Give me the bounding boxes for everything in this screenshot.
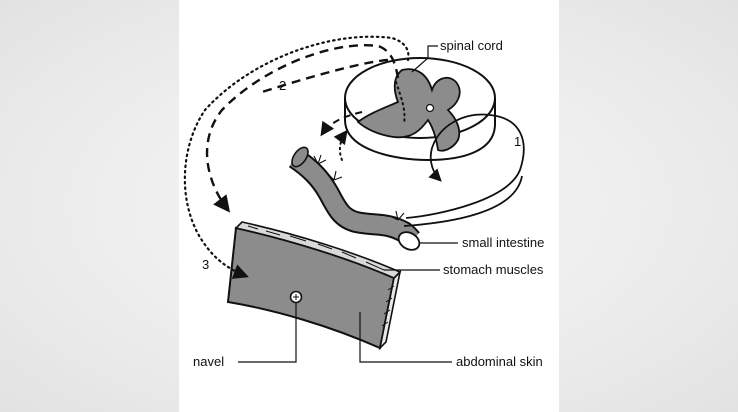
small-intestine — [288, 146, 421, 251]
pathway-1-label: 1 — [514, 134, 521, 149]
spinal-cord — [344, 57, 496, 162]
label-navel: navel — [193, 354, 224, 369]
pathway-3-label: 3 — [202, 257, 209, 272]
label-stomach-muscles: stomach muscles — [443, 262, 544, 277]
label-abdominal-skin: abdominal skin — [456, 354, 543, 369]
pathway-3: 3 — [183, 35, 410, 279]
pathway-2: 2 — [205, 44, 400, 213]
pathway-1: 1 — [403, 113, 525, 227]
pathway-2-label: 2 — [279, 78, 286, 93]
leader-lines — [238, 45, 458, 363]
label-spinal-cord: spinal cord — [440, 38, 503, 53]
label-small-intestine: small intestine — [462, 235, 544, 250]
abdominal-skin-block — [226, 221, 402, 351]
